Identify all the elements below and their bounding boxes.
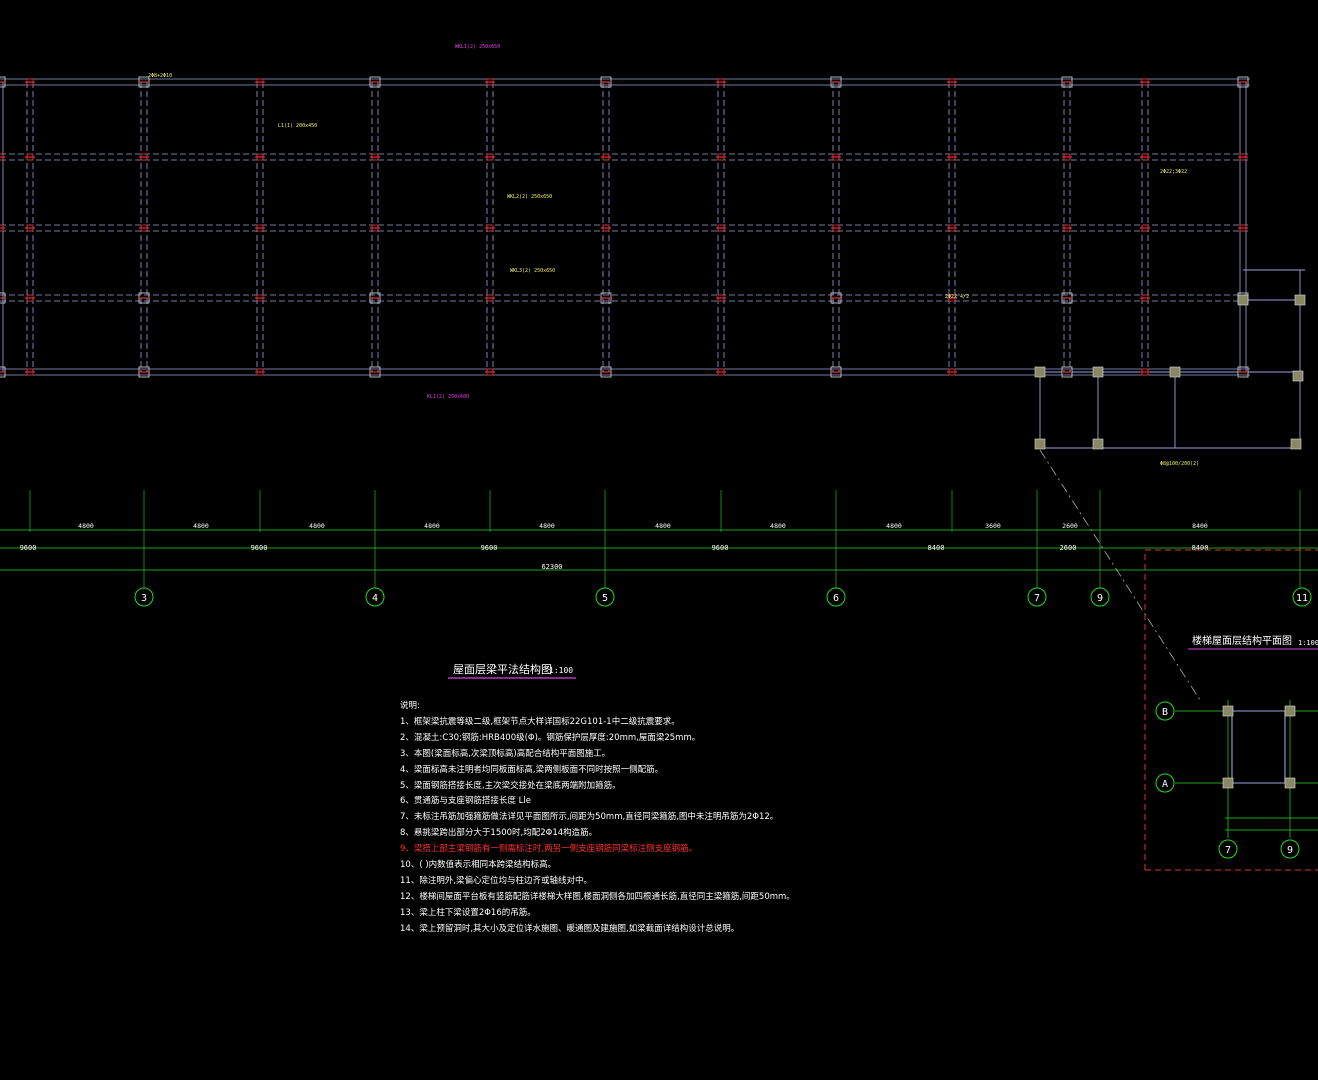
inset-axis-bubble: [1155, 773, 1175, 793]
annotation-small: 2Φ22 4/2: [945, 294, 969, 300]
note-4: 4、梁面标高未注明者均同板面标高,梁两侧板面不同时按照一侧配筋。: [400, 764, 664, 775]
inset-column: [1284, 777, 1296, 789]
dim-text-row1: 2600: [1062, 522, 1078, 530]
dim-text-row1: 4800: [886, 522, 902, 530]
axis-label: 6: [833, 593, 839, 604]
note-7: 7、未标注吊筋加强箍筋做法详见平面图所示,间距为50mm,直径同梁箍筋,图中未注…: [400, 812, 779, 823]
inset-title: 楼梯屋面层结构平面图: [1192, 634, 1292, 647]
note-2: 2、混凝土:C30;钢筋:HRB400级(Φ)。钢筋保护层厚度:20mm,屋面梁…: [400, 732, 701, 743]
axis-label: 5: [602, 593, 608, 604]
column: [1290, 438, 1302, 450]
column: [1034, 438, 1046, 450]
annotation-beam-b: WKL2(2) 250x650: [507, 194, 552, 200]
dim-text-row1: 4800: [655, 522, 671, 530]
note-12: 12、楼梯间屋面平台板有竖筋配筋详楼梯大样图,楼面洞侧各加四根通长筋,直径同主梁…: [400, 891, 795, 902]
annotation-grid-tag: 2Φ8+2Φ10: [148, 73, 172, 79]
column: [1092, 366, 1104, 378]
annotation-bars: 2Φ22;3Φ22: [1160, 169, 1187, 175]
inset-axis-label: 9: [1287, 845, 1293, 856]
annotation-beam-a: WKL1(2) 250x650: [455, 44, 500, 50]
dim-text-row2: 9600: [481, 544, 498, 552]
dim-text-total: 62300: [541, 563, 562, 571]
dim-text-row1: 3600: [985, 522, 1001, 530]
column: [1034, 366, 1046, 378]
inset-axis-bubble: [1155, 701, 1175, 721]
axis-bubbles: 3 4 5 6 7 9 11: [134, 587, 1312, 607]
design-notes: 说明: 1、框架梁抗震等级二级,框架节点大样详国标22G101-1中二级抗震要求…: [400, 699, 820, 938]
inset-column: [1284, 705, 1296, 717]
beam-grid: [0, 78, 1305, 588]
note-6: 6、贯通筋与支座钢筋搭接长度 Lle: [400, 796, 531, 807]
column: [1092, 438, 1104, 450]
axis-bubble: [826, 587, 846, 607]
annotation-beam-c: L1(1) 200x450: [278, 123, 317, 129]
note-8: 8、悬挑梁跨出部分大于1500时,均配2Φ14构造筋。: [400, 828, 598, 839]
axis-bubble: [1090, 587, 1110, 607]
axis-bubble: [134, 587, 154, 607]
note-11: 11、除注明外,梁偏心定位均与柱边齐或轴线对中。: [400, 875, 593, 886]
note-13: 13、梁上柱下梁设置2Φ16的吊筋。: [400, 907, 536, 918]
axis-label: 3: [141, 593, 147, 604]
axis-bubble: [595, 587, 615, 607]
column: [1169, 366, 1181, 378]
main-scale: 1:100: [549, 666, 573, 675]
axis-label: 4: [372, 593, 378, 604]
dimension-lines: 4800 4800 4800 4800 4800 4800 4800 4800 3600 2600…: [0, 522, 1318, 571]
inset-stair-plan: 楼梯屋面层结构平面图 1:100 B A 7 9: [1039, 449, 1318, 871]
annotation-beam-e: KL1(2) 250x600: [427, 394, 469, 400]
dim-text-row2: 8400: [928, 544, 945, 552]
dim-text-row1: 4800: [424, 522, 440, 530]
dim-text-row1: 8400: [1192, 522, 1208, 530]
axis-label: 7: [1034, 593, 1040, 604]
column: [1292, 370, 1304, 382]
axis-bubble: [1027, 587, 1047, 607]
inset-axis-bubble: [1218, 839, 1238, 859]
axis-label: 9: [1097, 593, 1103, 604]
note-5: 5、梁面钢筋搭接长度,主次梁交接处在梁底两端附加箍筋。: [400, 780, 621, 791]
main-title: 屋面层梁平法结构图: [453, 662, 552, 676]
dim-text-row1: 4800: [193, 522, 209, 530]
annotation-stirrup: Φ8@100/200(2): [1160, 461, 1199, 467]
inset-column: [1222, 705, 1234, 717]
beam-annotations: WKL1(2) 250x650 WKL2(2) 250x650 L1(1) 20…: [148, 44, 1199, 467]
note-1: 1、框架梁抗震等级二级,框架节点大样详国标22G101-1中二级抗震要求。: [400, 716, 680, 727]
column-marks: [0, 76, 1306, 450]
column: [1237, 294, 1249, 306]
inset-axis-bubble: [1280, 839, 1300, 859]
note-3: 3、本图(梁面标高,次梁顶标高)高配合结构平面图施工。: [400, 748, 611, 759]
dim-text-row2: 9600: [251, 544, 268, 552]
inset-scale: 1:100: [1298, 639, 1318, 647]
note-14: 14、梁上预留洞时,其大小及定位详水施图、暖通图及建施图,如梁截面详结构设计总说…: [400, 923, 740, 934]
dim-text-row2: 8400: [1192, 544, 1209, 552]
dim-text-row1: 4800: [770, 522, 786, 530]
column: [1294, 294, 1306, 306]
inset-axis-label: A: [1162, 779, 1168, 790]
dim-text-row1: 4800: [539, 522, 555, 530]
axis-bubble: [1292, 587, 1312, 607]
inset-axis-label: 7: [1225, 845, 1231, 856]
note-9: 9、梁搭上部主梁钢筋有一侧需标注时,两另一侧支座钢筋同梁标注侧支座钢筋。: [400, 844, 698, 855]
annotation-beam-d: WKL3(2) 250x650: [510, 268, 555, 274]
dim-text-row2: 9600: [712, 544, 729, 552]
note-10: 10、( )内数值表示相同本跨梁结构标高。: [400, 860, 557, 871]
dim-text-row2: 2600: [1060, 544, 1077, 552]
inset-axis-label: B: [1162, 707, 1168, 718]
axis-bubble: [365, 587, 385, 607]
axis-label: 11: [1296, 593, 1308, 604]
notes-heading: 说明:: [400, 701, 420, 711]
dim-text-row1: 4800: [309, 522, 325, 530]
inset-column: [1222, 777, 1234, 789]
dim-text-row2: 9600: [20, 544, 37, 552]
dim-text-row1: 4800: [78, 522, 94, 530]
